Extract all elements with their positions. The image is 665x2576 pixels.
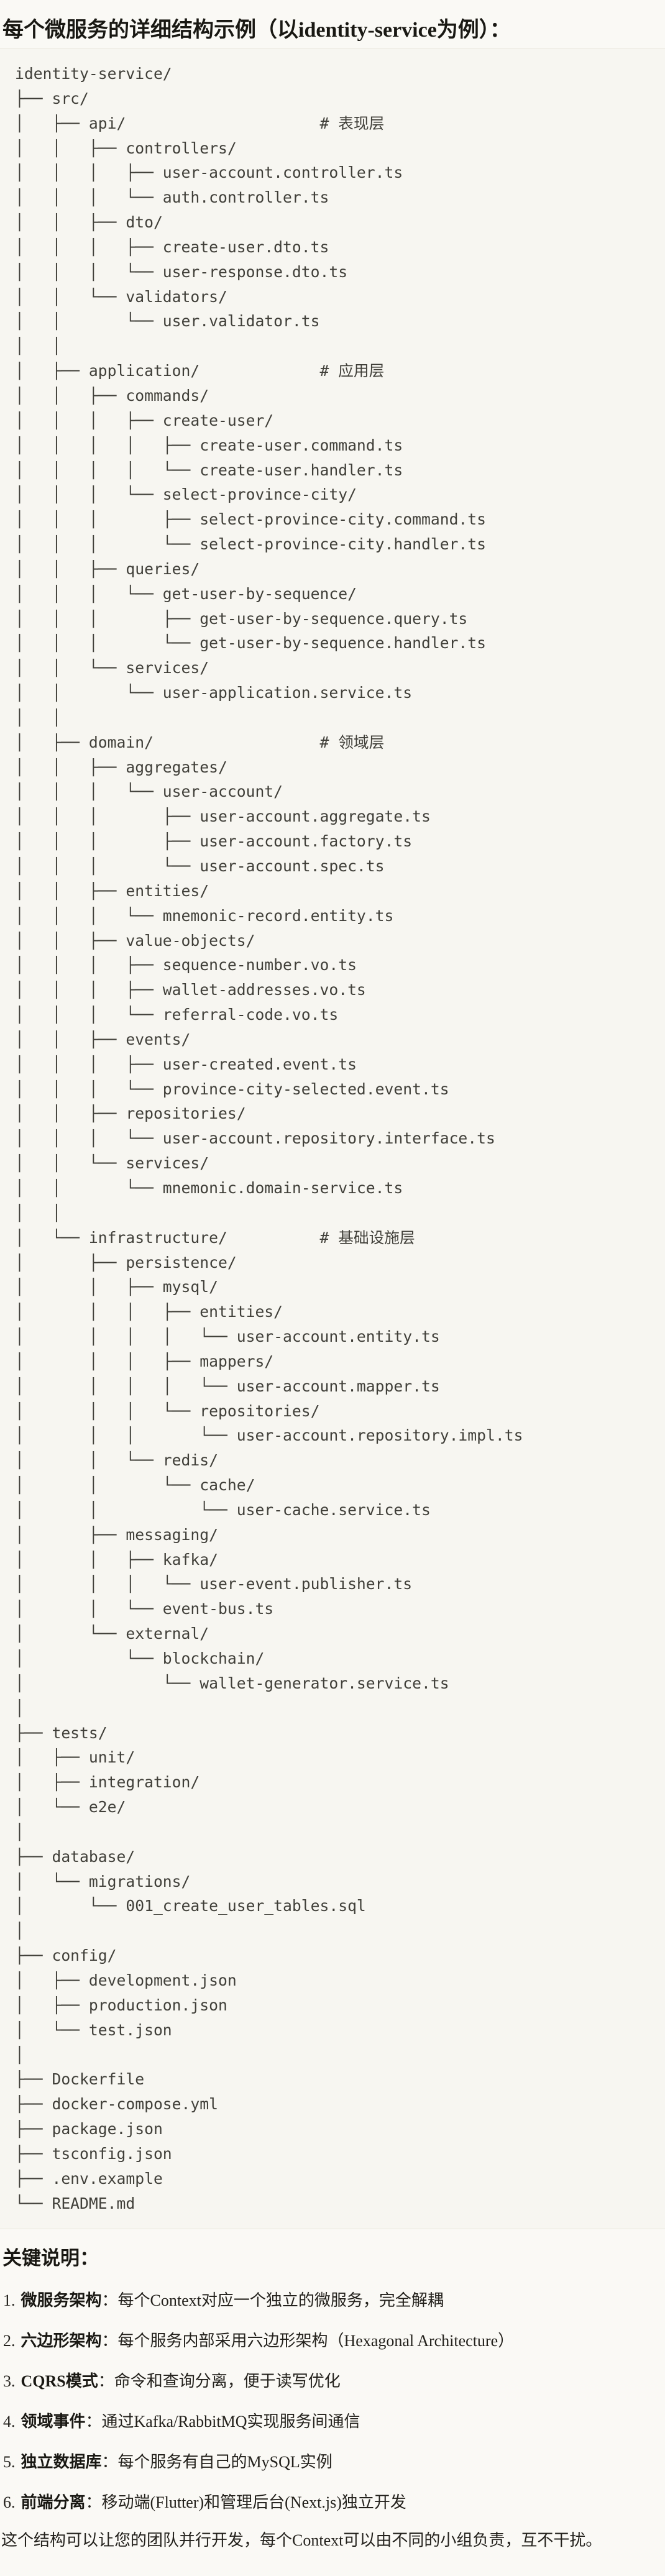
- note-body: 领域事件：通过Kafka/RabbitMQ实现服务间通信: [21, 2412, 665, 2432]
- note-body: 前端分离：移动端(Flutter)和管理后台(Next.js)独立开发: [21, 2493, 665, 2513]
- note-text: ：每个服务有自己的MySQL实例: [102, 2453, 332, 2471]
- note-body: 微服务架构：每个Context对应一个独立的微服务，完全解耦: [21, 2291, 665, 2311]
- note-text: ：每个服务内部采用六边形架构（Hexagonal Architecture）: [102, 2332, 515, 2350]
- notes-list: 1. 微服务架构：每个Context对应一个独立的微服务，完全解耦 2. 六边形…: [0, 2291, 665, 2513]
- closing-paragraph: 这个结构可以让您的团队并行开发，每个Context可以由不同的小组负责，互不干扰…: [1, 2531, 665, 2551]
- note-number: 5.: [3, 2452, 16, 2472]
- document-root: 每个微服务的详细结构示例（以identity-service为例）： ident…: [0, 17, 665, 2551]
- note-term: 六边形架构: [21, 2332, 102, 2350]
- note-item: 5. 独立数据库：每个服务有自己的MySQL实例: [3, 2452, 665, 2472]
- note-term: 前端分离: [21, 2493, 86, 2511]
- note-item: 3. CQRS模式：命令和查询分离，便于读写优化: [3, 2372, 665, 2391]
- note-number: 6.: [3, 2493, 16, 2513]
- note-item: 2. 六边形架构：每个服务内部采用六边形架构（Hexagonal Archite…: [3, 2331, 665, 2351]
- note-number: 4.: [3, 2412, 16, 2432]
- note-body: CQRS模式：命令和查询分离，便于读写优化: [21, 2372, 665, 2391]
- note-term: 微服务架构: [21, 2291, 102, 2309]
- note-body: 独立数据库：每个服务有自己的MySQL实例: [21, 2452, 665, 2472]
- note-text: ：每个Context对应一个独立的微服务，完全解耦: [102, 2291, 444, 2309]
- note-term: 独立数据库: [21, 2453, 102, 2471]
- note-text: ：移动端(Flutter)和管理后台(Next.js)独立开发: [86, 2493, 406, 2511]
- directory-tree: identity-service/ ├── src/ │ ├── api/ # …: [15, 62, 660, 2216]
- code-block: identity-service/ ├── src/ │ ├── api/ # …: [0, 48, 665, 2229]
- note-number: 3.: [3, 2372, 16, 2391]
- note-item: 4. 领域事件：通过Kafka/RabbitMQ实现服务间通信: [3, 2412, 665, 2432]
- note-term: 领域事件: [21, 2413, 86, 2431]
- note-text: ：通过Kafka/RabbitMQ实现服务间通信: [86, 2413, 360, 2431]
- note-item: 6. 前端分离：移动端(Flutter)和管理后台(Next.js)独立开发: [3, 2493, 665, 2513]
- note-number: 2.: [3, 2331, 16, 2351]
- note-body: 六边形架构：每个服务内部采用六边形架构（Hexagonal Architectu…: [21, 2331, 665, 2351]
- page-title: 每个微服务的详细结构示例（以identity-service为例）：: [2, 17, 660, 44]
- note-term: CQRS模式: [21, 2372, 98, 2390]
- notes-heading: 关键说明：: [2, 2247, 665, 2270]
- note-item: 1. 微服务架构：每个Context对应一个独立的微服务，完全解耦: [3, 2291, 665, 2311]
- note-number: 1.: [3, 2291, 16, 2311]
- note-text: ：命令和查询分离，便于读写优化: [98, 2372, 341, 2390]
